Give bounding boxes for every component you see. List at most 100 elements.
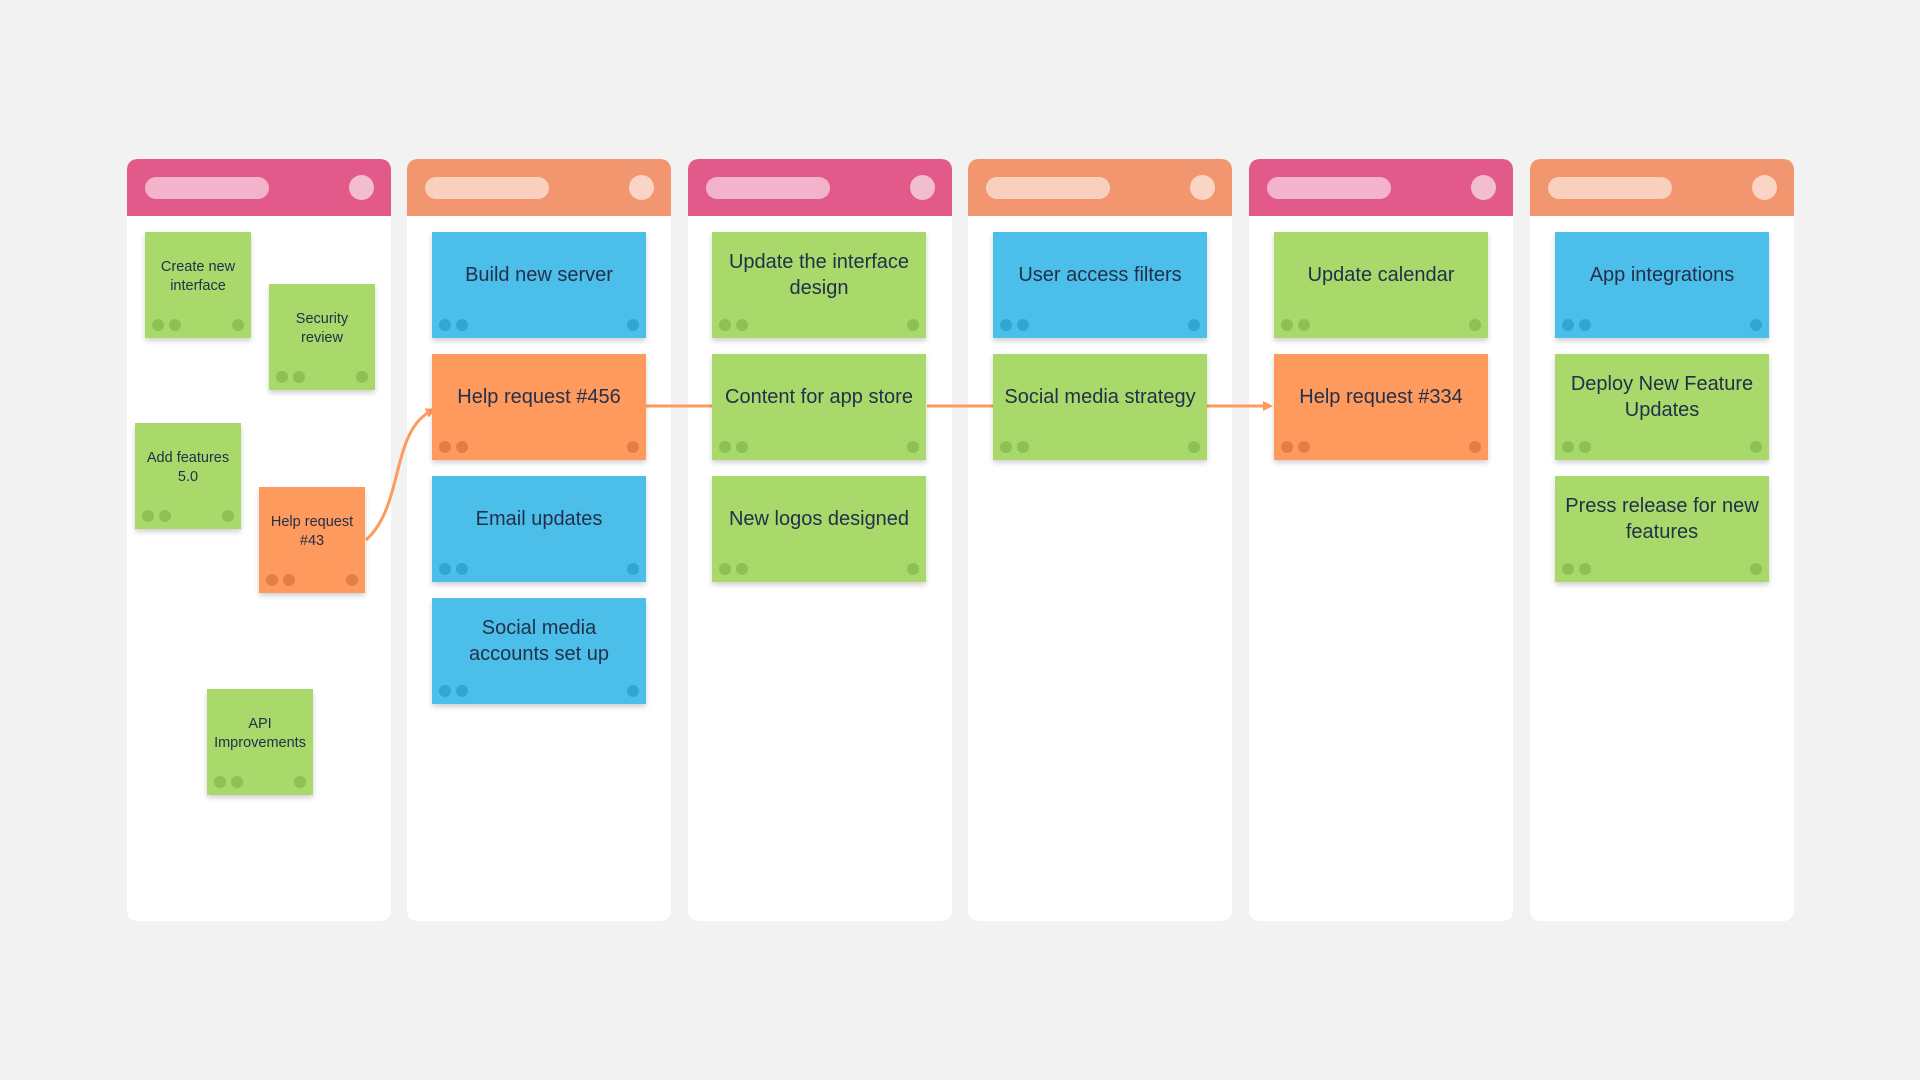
note-dot (1750, 441, 1762, 453)
note-label: New logos designed (728, 508, 910, 530)
note-dot (439, 319, 451, 331)
note-dot (456, 319, 468, 331)
note-dot (439, 563, 451, 575)
note-label: Social media strategy (1004, 386, 1196, 408)
sticky-note-deploy-feature-updates[interactable]: Deploy New Feature Updates (1555, 354, 1769, 460)
note-label: Email updates (475, 508, 603, 530)
note-dot (736, 563, 748, 575)
sticky-note-email-updates[interactable]: Email updates (432, 476, 646, 582)
note-dot (627, 685, 639, 697)
column-title-placeholder[interactable] (145, 177, 269, 199)
note-dot (142, 510, 154, 522)
note-dot (1000, 441, 1012, 453)
note-dot (1469, 319, 1481, 331)
note-dot (627, 441, 639, 453)
column-title-placeholder[interactable] (1267, 177, 1391, 199)
note-dot (214, 776, 226, 788)
sticky-note-help-request-334[interactable]: Help request #334 (1274, 354, 1488, 460)
note-dot (1188, 319, 1200, 331)
note-dot (1469, 441, 1481, 453)
column-menu-dot[interactable] (910, 175, 935, 200)
sticky-note-update-calendar[interactable]: Update calendar (1274, 232, 1488, 338)
column-menu-dot[interactable] (1752, 175, 1777, 200)
note-dot (1579, 441, 1591, 453)
note-dot (456, 563, 468, 575)
sticky-note-create-new-interface[interactable]: Create new interface (145, 232, 251, 338)
note-label: Add features 5.0 (146, 450, 230, 485)
column-title-placeholder[interactable] (1548, 177, 1672, 199)
note-dot (719, 441, 731, 453)
note-dot (456, 441, 468, 453)
note-dot (283, 574, 295, 586)
note-dot (276, 371, 288, 383)
note-dot (1562, 441, 1574, 453)
note-dot (169, 319, 181, 331)
note-label: App integrations (1589, 264, 1735, 286)
note-dot (231, 776, 243, 788)
note-dot (1017, 319, 1029, 331)
note-dot (719, 319, 731, 331)
note-dot (627, 563, 639, 575)
note-label: Help request #456 (457, 386, 621, 408)
note-dot (232, 319, 244, 331)
column-header[interactable] (1530, 159, 1794, 216)
note-label: Help request #334 (1299, 386, 1463, 408)
sticky-note-help-request-43[interactable]: Help request #43 (259, 487, 365, 593)
sticky-note-content-app-store[interactable]: Content for app store (712, 354, 926, 460)
note-dot (293, 371, 305, 383)
sticky-note-press-release[interactable]: Press release for new features (1555, 476, 1769, 582)
note-dot (1750, 319, 1762, 331)
note-dot (1017, 441, 1029, 453)
sticky-note-social-media-strategy[interactable]: Social media strategy (993, 354, 1207, 460)
column-header[interactable] (688, 159, 952, 216)
note-dot (266, 574, 278, 586)
column-header[interactable] (1249, 159, 1513, 216)
sticky-note-api-improvements[interactable]: API Improvements (207, 689, 313, 795)
note-label: Update calendar (1307, 264, 1455, 286)
note-dot (907, 563, 919, 575)
sticky-note-add-features[interactable]: Add features 5.0 (135, 423, 241, 529)
note-label: Social media accounts set up (468, 617, 610, 665)
note-dot (222, 510, 234, 522)
note-dot (1562, 319, 1574, 331)
column-title-placeholder[interactable] (425, 177, 549, 199)
note-dot (627, 319, 639, 331)
note-dot (1000, 319, 1012, 331)
sticky-note-app-integrations[interactable]: App integrations (1555, 232, 1769, 338)
column-menu-dot[interactable] (1190, 175, 1215, 200)
note-dot (1281, 319, 1293, 331)
note-label: Content for app store (725, 386, 913, 408)
note-label: API Improvements (214, 716, 306, 751)
note-label: Security review (295, 311, 349, 346)
note-dot (907, 319, 919, 331)
sticky-note-build-new-server[interactable]: Build new server (432, 232, 646, 338)
column-title-placeholder[interactable] (706, 177, 830, 199)
column-menu-dot[interactable] (629, 175, 654, 200)
column-header[interactable] (127, 159, 391, 216)
note-dot (1562, 563, 1574, 575)
sticky-note-security-review[interactable]: Security review (269, 284, 375, 390)
note-dot (1579, 319, 1591, 331)
sticky-note-social-media-accounts[interactable]: Social media accounts set up (432, 598, 646, 704)
note-dot (736, 441, 748, 453)
column-title-placeholder[interactable] (986, 177, 1110, 199)
sticky-note-new-logos[interactable]: New logos designed (712, 476, 926, 582)
note-label: Help request #43 (270, 514, 354, 549)
column-menu-dot[interactable] (349, 175, 374, 200)
note-dot (1188, 441, 1200, 453)
note-label: Create new interface (160, 259, 236, 294)
sticky-note-update-interface-design[interactable]: Update the interface design (712, 232, 926, 338)
note-dot (159, 510, 171, 522)
column-menu-dot[interactable] (1471, 175, 1496, 200)
note-dot (356, 371, 368, 383)
column-header[interactable] (407, 159, 671, 216)
sticky-note-help-request-456[interactable]: Help request #456 (432, 354, 646, 460)
note-dot (1298, 441, 1310, 453)
column-header[interactable] (968, 159, 1232, 216)
note-dot (1281, 441, 1293, 453)
note-dot (439, 441, 451, 453)
sticky-note-user-access-filters[interactable]: User access filters (993, 232, 1207, 338)
note-dot (1579, 563, 1591, 575)
note-dot (346, 574, 358, 586)
